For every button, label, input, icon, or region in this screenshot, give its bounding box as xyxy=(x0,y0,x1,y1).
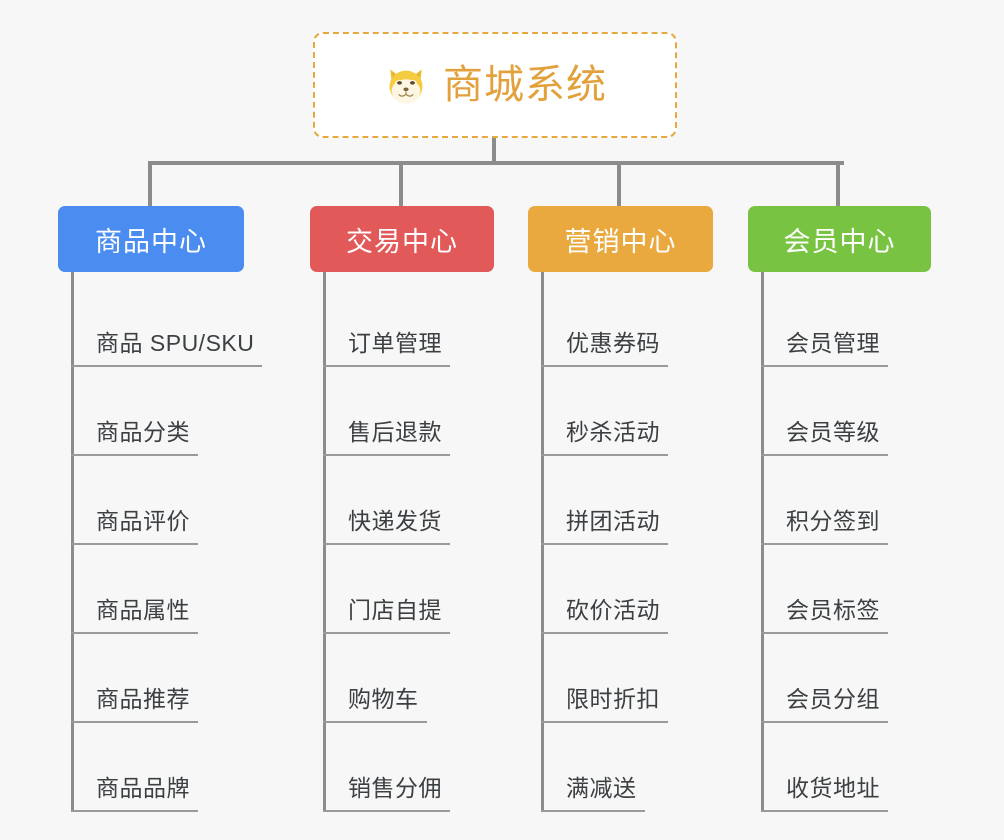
list-item[interactable]: 门店自提 xyxy=(323,545,494,634)
connector-root-stub xyxy=(492,138,496,164)
list-item[interactable]: 商品属性 xyxy=(70,545,262,634)
list-item[interactable]: 商品品牌 xyxy=(70,723,262,812)
branch-trade-center: 交易中心 订单管理 售后退款 快递发货 门店自提 购物车 销售分佣 xyxy=(310,206,494,812)
branch-marketing-center: 营销中心 优惠券码 秒杀活动 拼团活动 砍价活动 限时折扣 满减送 xyxy=(528,206,713,812)
leaf-label: 售后退款 xyxy=(340,413,450,456)
leaf-label: 收货地址 xyxy=(778,769,888,812)
leaf-label: 购物车 xyxy=(340,680,427,723)
list-item[interactable]: 会员标签 xyxy=(761,545,931,634)
leaf-label: 会员标签 xyxy=(778,591,888,634)
leaf-label: 积分签到 xyxy=(778,502,888,545)
branch-product-center: 商品中心 商品 SPU/SKU 商品分类 商品评价 商品属性 商品推荐 商品品牌 xyxy=(58,206,263,812)
list-item[interactable]: 优惠券码 xyxy=(541,278,713,367)
leaf-label: 销售分佣 xyxy=(340,769,450,812)
leaf-label: 商品 SPU/SKU xyxy=(88,324,263,367)
leaf-label: 商品品牌 xyxy=(88,769,198,812)
list-item[interactable]: 砍价活动 xyxy=(541,545,713,634)
list-item[interactable]: 快递发货 xyxy=(323,456,494,545)
leaf-label: 商品评价 xyxy=(88,502,198,545)
branch-header-marketing-center[interactable]: 营销中心 xyxy=(528,206,713,272)
list-item[interactable]: 商品 SPU/SKU xyxy=(70,278,263,367)
leaf-label: 秒杀活动 xyxy=(558,413,668,456)
leaf-label: 限时折扣 xyxy=(558,680,668,723)
leaf-label: 会员分组 xyxy=(778,680,888,723)
leaf-label: 商品分类 xyxy=(88,413,198,456)
connector-drop-3 xyxy=(617,161,621,207)
root-node[interactable]: 商城系统 xyxy=(313,32,677,138)
list-item[interactable]: 商品分类 xyxy=(70,367,262,456)
leaf-list-member-center: 会员管理 会员等级 积分签到 会员标签 会员分组 收货地址 xyxy=(761,272,931,812)
list-item[interactable]: 商品推荐 xyxy=(70,634,262,723)
list-item[interactable]: 订单管理 xyxy=(323,278,494,367)
branch-header-member-center[interactable]: 会员中心 xyxy=(748,206,931,272)
connector-drop-4 xyxy=(836,161,840,207)
list-item[interactable]: 限时折扣 xyxy=(541,634,713,723)
leaf-list-trade-center: 订单管理 售后退款 快递发货 门店自提 购物车 销售分佣 xyxy=(323,272,494,812)
leaf-label: 会员等级 xyxy=(778,413,888,456)
list-item[interactable]: 会员等级 xyxy=(761,367,931,456)
connector-horizontal-bar xyxy=(148,161,844,165)
list-item[interactable]: 售后退款 xyxy=(323,367,494,456)
list-item[interactable]: 满减送 xyxy=(541,723,713,812)
list-item[interactable]: 商品评价 xyxy=(70,456,262,545)
leaf-label: 砍价活动 xyxy=(558,591,668,634)
branch-header-product-center[interactable]: 商品中心 xyxy=(58,206,244,272)
leaf-label: 快递发货 xyxy=(340,502,450,545)
list-item[interactable]: 秒杀活动 xyxy=(541,367,713,456)
list-item[interactable]: 会员分组 xyxy=(761,634,931,723)
list-item[interactable]: 购物车 xyxy=(323,634,494,723)
list-item[interactable]: 拼团活动 xyxy=(541,456,713,545)
leaf-label: 商品属性 xyxy=(88,591,198,634)
leaf-label: 拼团活动 xyxy=(558,502,668,545)
list-item[interactable]: 会员管理 xyxy=(761,278,931,367)
leaf-label: 优惠券码 xyxy=(558,324,668,367)
leaf-list-marketing-center: 优惠券码 秒杀活动 拼团活动 砍价活动 限时折扣 满减送 xyxy=(541,272,713,812)
leaf-label: 门店自提 xyxy=(340,591,450,634)
leaf-label: 商品推荐 xyxy=(88,680,198,723)
list-item[interactable]: 销售分佣 xyxy=(323,723,494,812)
leaf-label: 满减送 xyxy=(558,769,645,812)
connector-drop-2 xyxy=(399,161,403,207)
shiba-dog-face-icon xyxy=(389,69,423,104)
list-item[interactable]: 收货地址 xyxy=(761,723,931,812)
root-title: 商城系统 xyxy=(443,63,607,107)
list-item[interactable]: 积分签到 xyxy=(761,456,931,545)
branch-member-center: 会员中心 会员管理 会员等级 积分签到 会员标签 会员分组 收货地址 xyxy=(748,206,931,812)
leaf-list-product-center: 商品 SPU/SKU 商品分类 商品评价 商品属性 商品推荐 商品品牌 xyxy=(70,272,263,812)
leaf-label: 会员管理 xyxy=(778,324,888,367)
connector-drop-1 xyxy=(148,161,152,207)
leaf-label: 订单管理 xyxy=(340,324,450,367)
branch-header-trade-center[interactable]: 交易中心 xyxy=(310,206,494,272)
